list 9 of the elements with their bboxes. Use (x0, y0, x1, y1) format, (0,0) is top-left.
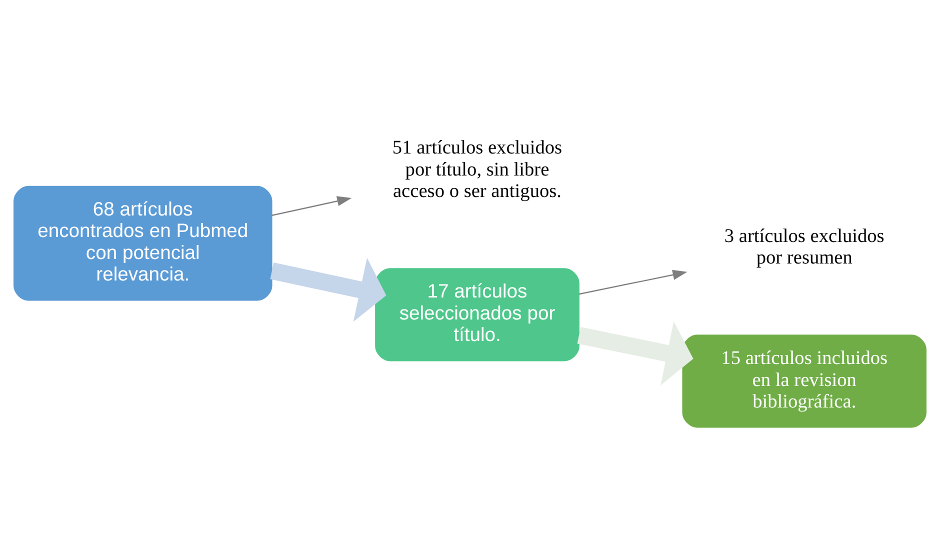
node-text: 3 artículos excluidos por resumen (724, 226, 884, 269)
arrow (270, 258, 386, 322)
node-box: 15 artículos incluidos en la revision bibliográfica. (682, 334, 926, 428)
arrow (578, 270, 688, 295)
node-box: 68 artículos encontrados en Pubmed con potencial relevancia. (14, 186, 272, 301)
node-text: 51 artículos excluidos por título, sin libre acceso o ser antiguos. (392, 138, 562, 202)
arrow (577, 321, 694, 386)
node-box: 17 artículos seleccionados por título. (375, 268, 580, 362)
arrow (272, 196, 352, 216)
